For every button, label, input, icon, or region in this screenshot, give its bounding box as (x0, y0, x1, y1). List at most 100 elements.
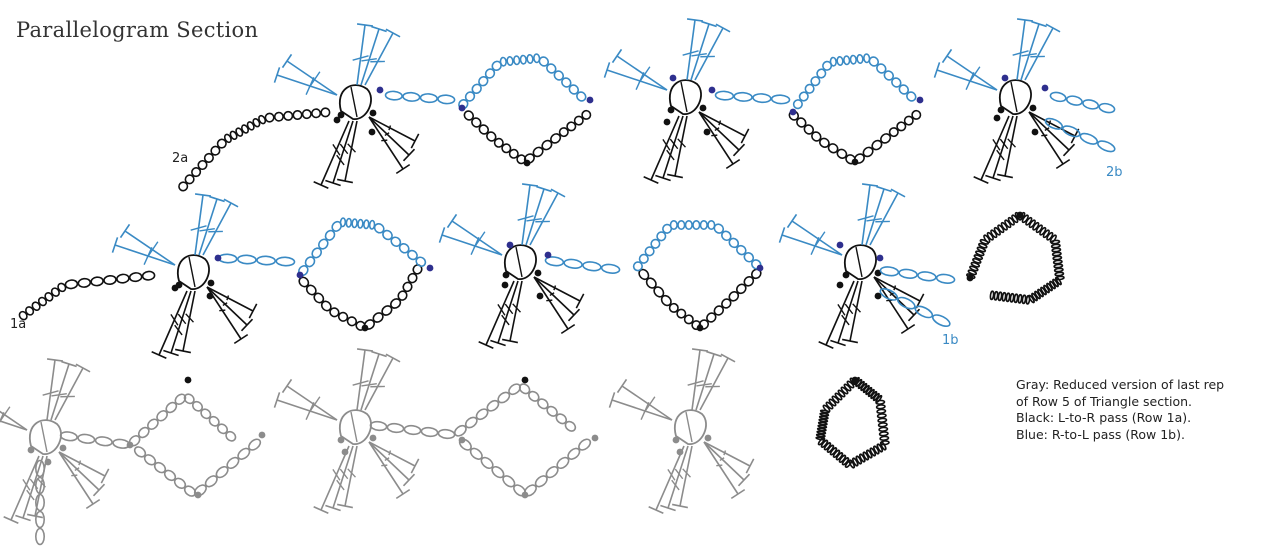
chain-stitch (836, 56, 844, 66)
stitch-stem (662, 115, 684, 179)
stitch-top-bar (402, 473, 416, 487)
stitch-cross-bar (526, 217, 542, 222)
ring-inner-line (350, 86, 358, 118)
chain-stitch (852, 457, 859, 467)
chain-stitch (906, 91, 917, 102)
chain-stitch (819, 412, 830, 417)
slip-stitch-dot (586, 96, 594, 104)
slip-stitch-dot (502, 271, 510, 279)
stitch-cross-bar (336, 479, 345, 491)
stitch-top-bar (933, 62, 941, 78)
chain-stitch (891, 77, 902, 88)
slip-stitch-dot (337, 436, 345, 444)
chain-stitch (876, 408, 887, 414)
chain-stitch (478, 124, 490, 135)
stitch-top-bar (336, 178, 354, 184)
chain-stitch (876, 443, 884, 453)
stitch-stem (1016, 19, 1026, 81)
stitch-cross-bar (852, 303, 861, 313)
stitch-stem (182, 290, 196, 352)
stitch-cross-bar (968, 66, 981, 84)
slip-stitch-dot (521, 376, 529, 384)
chain-stitch (837, 389, 846, 398)
chain-stitch (77, 277, 92, 288)
chain-stitch (829, 447, 838, 456)
stitch-stem (497, 280, 519, 344)
chain-stitch (876, 413, 887, 419)
stitch-cross-bar (512, 303, 521, 313)
stitch-top-bar (786, 213, 798, 229)
chain-stitch (550, 133, 562, 144)
chain-stitch (546, 63, 557, 74)
center-ring (176, 254, 210, 290)
stitch-top-bar (26, 513, 44, 519)
stitch-stem (320, 445, 350, 511)
stitch-stem (1028, 111, 1064, 165)
chain-stitch (532, 146, 544, 158)
stitch-stem (1028, 111, 1076, 137)
chain-stitch (832, 449, 841, 458)
stitch-cross-bar (352, 55, 369, 61)
stitch-top-bar (715, 23, 731, 33)
chain-stitch (818, 418, 829, 423)
chain-stitch (545, 465, 559, 479)
stitch-stem (368, 441, 404, 495)
stitch-cross-bar (893, 285, 897, 291)
stitch-top-bar (890, 188, 906, 198)
stitch-cross-bar (714, 127, 720, 132)
chain-stitch (650, 238, 661, 249)
slip-stitch-dot (536, 292, 544, 300)
chain-stitch (796, 117, 807, 128)
chain-stitch (876, 63, 887, 74)
stitch-stem (611, 399, 673, 421)
chain-stitch (31, 301, 41, 311)
ring-inner-line (188, 256, 196, 288)
slip-stitch-dot (704, 434, 712, 442)
chain-stitch (632, 261, 643, 272)
stitch-top-bar (395, 163, 411, 175)
stitch-stem (58, 451, 94, 505)
stitch-stem (344, 120, 358, 182)
stitch-top-bar (861, 183, 879, 187)
stitch-cross-bar (497, 304, 506, 316)
stitch-stem (837, 280, 859, 344)
slip-stitch-dot (368, 128, 376, 136)
chain-stitch (538, 56, 550, 67)
stitch-stem (368, 116, 410, 156)
stitch-cross-bar (347, 143, 356, 153)
stitch-top-bar (655, 174, 671, 182)
chain-stitch (660, 294, 672, 307)
stitch-top-bar (46, 358, 64, 362)
stitch-cross-bar (332, 469, 341, 481)
slip-stitch-dot (851, 158, 859, 166)
chain-stitch (877, 422, 888, 428)
stitch-stem (441, 234, 503, 256)
chain-stitch (826, 444, 835, 453)
stitch-top-bar (521, 183, 539, 187)
chain-stitch (1000, 221, 1008, 231)
slip-stitch-dot (1001, 74, 1009, 82)
stitch-cross-bar (381, 464, 388, 467)
chain-stitch (713, 305, 725, 316)
chain-stitch (235, 127, 244, 137)
stitch-top-bar (356, 348, 374, 352)
stitch-stem (686, 19, 696, 81)
stitch-stem (525, 188, 545, 246)
slip-stitch-dot (44, 458, 52, 466)
chain-stitch (644, 246, 655, 257)
stitch-stem (360, 28, 380, 86)
chain-stitch (989, 290, 995, 301)
slip-stitch-dot (993, 114, 1001, 122)
stitch-top-bar (691, 348, 709, 352)
stitch-stem (360, 353, 380, 411)
chain-stitch (35, 510, 46, 529)
stitch-stem (320, 120, 350, 186)
chain-stitch (1017, 293, 1023, 304)
chain-stitch (317, 238, 329, 250)
stitch-stem (1020, 23, 1040, 81)
chain-stitch (1062, 125, 1081, 138)
chain-stitch (868, 56, 880, 67)
stitch-stem (703, 441, 751, 467)
chain-stitch (566, 121, 577, 132)
chain-stitch (163, 469, 177, 482)
